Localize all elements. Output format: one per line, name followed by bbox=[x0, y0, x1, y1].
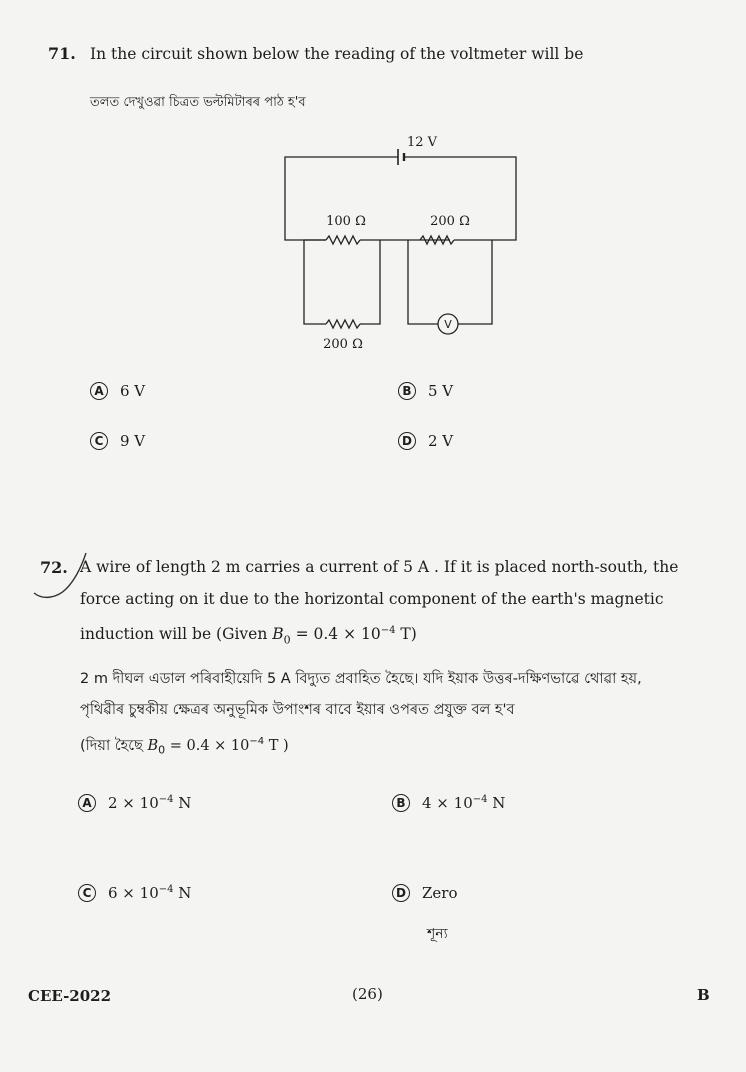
option-a-marker: A bbox=[90, 382, 108, 400]
resistor-top-left-label: 100 Ω bbox=[326, 214, 366, 229]
q72-as-line-1: 2 m দীঘল এডাল পৰিবাহীয়েদি 5 A বিদ্যুত প… bbox=[80, 671, 642, 687]
resistor-top-right-label: 200 Ω bbox=[430, 214, 470, 229]
footer-page-number: (26) bbox=[352, 985, 383, 1003]
q72-number: 72. bbox=[40, 558, 68, 577]
q71-option-d[interactable]: D 2 V bbox=[398, 432, 453, 450]
option-c-value: 9 V bbox=[120, 432, 146, 450]
q71-text-assamese: তলত দেখুওৱা চিত্ৰত ভল্টমিটাৰৰ পাঠ হ'ব bbox=[90, 95, 306, 110]
option-b-marker: B bbox=[392, 794, 410, 812]
circuit-diagram: 12 V 100 Ω 200 Ω 200 Ω V bbox=[284, 135, 517, 352]
q71-number: 71. bbox=[48, 44, 76, 63]
q72-text: A wire of length 2 m carries a current o… bbox=[80, 551, 710, 656]
resistor-bottom-label: 200 Ω bbox=[323, 337, 363, 352]
option-d-value: Zero bbox=[422, 884, 458, 902]
q72-option-a[interactable]: A 2 × 10−4 N bbox=[78, 794, 191, 812]
option-a-value: 2 × 10−4 N bbox=[108, 794, 192, 812]
q72-line-3: induction will be (Given B0 = 0.4 × 10−4… bbox=[80, 625, 417, 647]
footer-exam-code: CEE-2022 bbox=[28, 987, 112, 1005]
option-b-marker: B bbox=[398, 382, 416, 400]
q71-text: In the circuit shown below the reading o… bbox=[90, 45, 584, 63]
option-d-marker: D bbox=[398, 432, 416, 450]
option-c-value: 6 × 10−4 N bbox=[108, 884, 192, 902]
option-a-marker: A bbox=[78, 794, 96, 812]
q71-option-c[interactable]: C 9 V bbox=[90, 432, 145, 450]
option-c-marker: C bbox=[78, 884, 96, 902]
q72-line-2: force acting on it due to the horizontal… bbox=[80, 590, 664, 608]
q72-as-line-2: পৃথিৱীৰ চুম্বকীয় ক্ষেত্ৰৰ অনুভূমিক উপাং… bbox=[80, 702, 515, 718]
option-a-value: 6 V bbox=[120, 382, 146, 400]
battery-label: 12 V bbox=[407, 135, 438, 150]
option-d-value: 2 V bbox=[428, 432, 454, 450]
option-c-marker: C bbox=[90, 432, 108, 450]
q72-text-assamese: 2 m দীঘল এডাল পৰিবাহীয়েদি 5 A বিদ্যুত প… bbox=[80, 664, 710, 766]
voltmeter-symbol: V bbox=[444, 318, 452, 331]
q72-line-1: A wire of length 2 m carries a current o… bbox=[80, 558, 679, 576]
q71-option-b[interactable]: B 5 V bbox=[398, 382, 453, 400]
option-b-value: 4 × 10−4 N bbox=[422, 794, 506, 812]
q72-option-b[interactable]: B 4 × 10−4 N bbox=[392, 794, 505, 812]
q72-option-d[interactable]: D Zero bbox=[392, 884, 458, 902]
option-d-marker: D bbox=[392, 884, 410, 902]
q72-option-c[interactable]: C 6 × 10−4 N bbox=[78, 884, 191, 902]
q72-as-line-3: (দিয়া হৈছে B0 = 0.4 × 10−4 T ) bbox=[80, 736, 289, 757]
footer-booklet-series: B bbox=[697, 986, 710, 1004]
handwritten-tick-mark bbox=[33, 552, 87, 599]
q72-option-d-value-assamese: শূন্য bbox=[427, 926, 448, 942]
option-b-value: 5 V bbox=[428, 382, 454, 400]
q71-option-a[interactable]: A 6 V bbox=[90, 382, 145, 400]
